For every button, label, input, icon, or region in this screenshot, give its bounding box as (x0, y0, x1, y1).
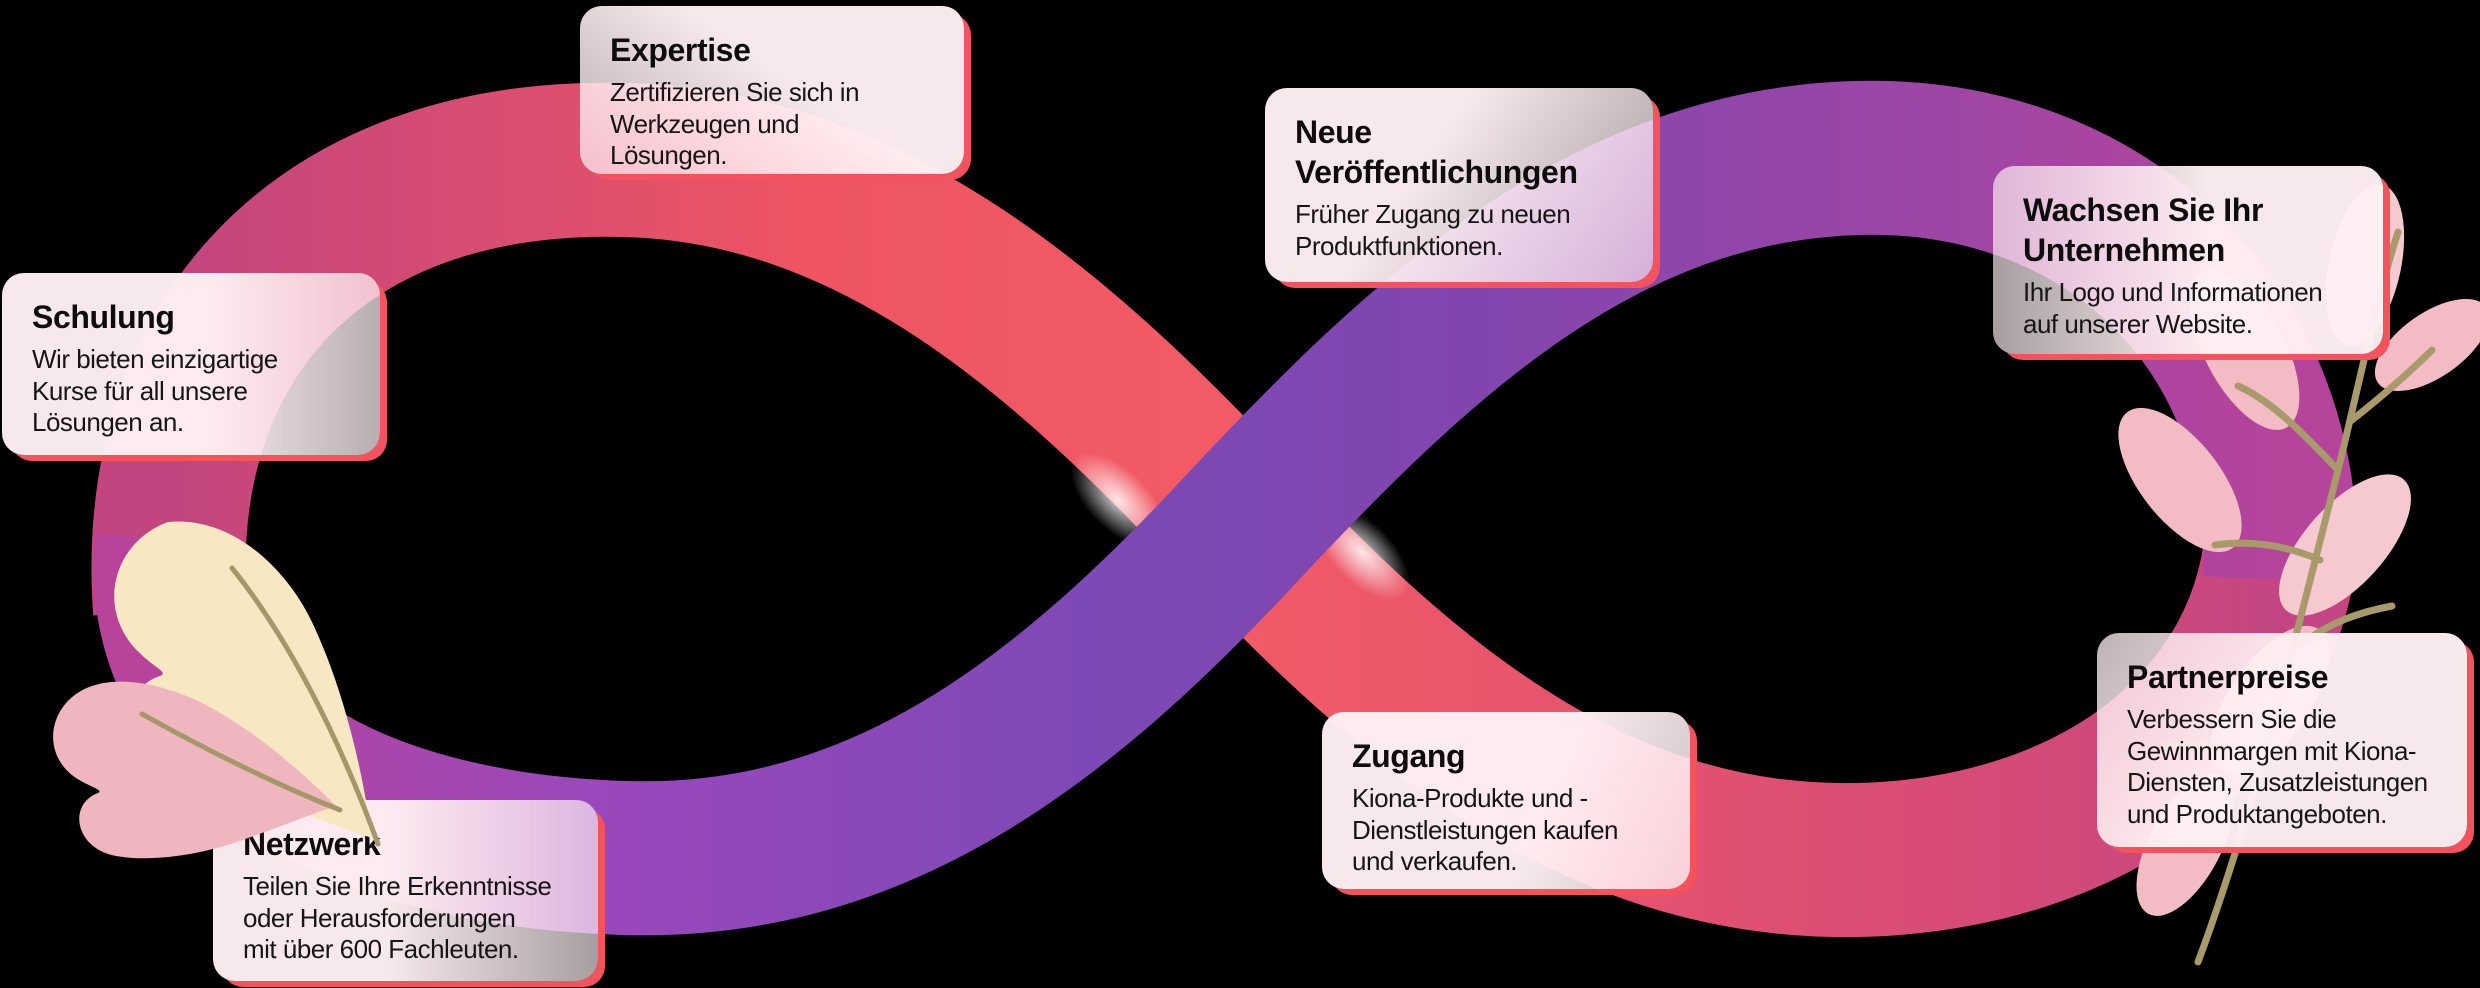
card-body: Teilen Sie Ihre Erkenntnisse oder Heraus… (243, 871, 552, 965)
card-body: Ihr Logo und Informationen auf unserer W… (2023, 277, 2323, 339)
card-body: Kiona-Produkte und - Dienstleistungen ka… (1352, 783, 1619, 877)
card-netzwerk: Netzwerk Teilen Sie Ihre Erkenntnisse od… (213, 800, 598, 981)
card-title: Netzwerk (243, 826, 381, 862)
card-body: Verbessern Sie die Gewinnmargen mit Kion… (2127, 704, 2428, 830)
card-title: Wachsen Sie Ihr Unternehmen (2023, 192, 2264, 268)
card-body: Wir bieten einzigartige Kurse für all un… (32, 344, 278, 438)
card-title: Expertise (610, 32, 751, 68)
card-schulung: Schulung Wir bieten einzigartige Kurse f… (2, 273, 380, 455)
card-body: Zertifizieren Sie sich in Werkzeugen und… (610, 77, 860, 171)
card-zugang: Zugang Kiona-Produkte und - Dienstleistu… (1322, 712, 1690, 889)
card-body: Früher Zugang zu neuen Produktfunktionen… (1295, 199, 1571, 261)
card-title: Zugang (1352, 738, 1466, 774)
card-title: Schulung (32, 299, 175, 335)
card-title: Neue Veröffentlichungen (1295, 114, 1578, 190)
card-partnerpreise: Partnerpreise Verbessern Sie die Gewinnm… (2097, 633, 2467, 847)
card-expertise: Expertise Zertifizieren Sie sich in Werk… (580, 6, 964, 174)
card-wachsen-sie-ihr-unternehmen: Wachsen Sie Ihr Unternehmen Ihr Logo und… (1993, 166, 2383, 354)
card-neue-veroeffentlichungen: Neue Veröffentlichungen Früher Zugang zu… (1265, 88, 1653, 282)
card-title: Partnerpreise (2127, 659, 2329, 695)
